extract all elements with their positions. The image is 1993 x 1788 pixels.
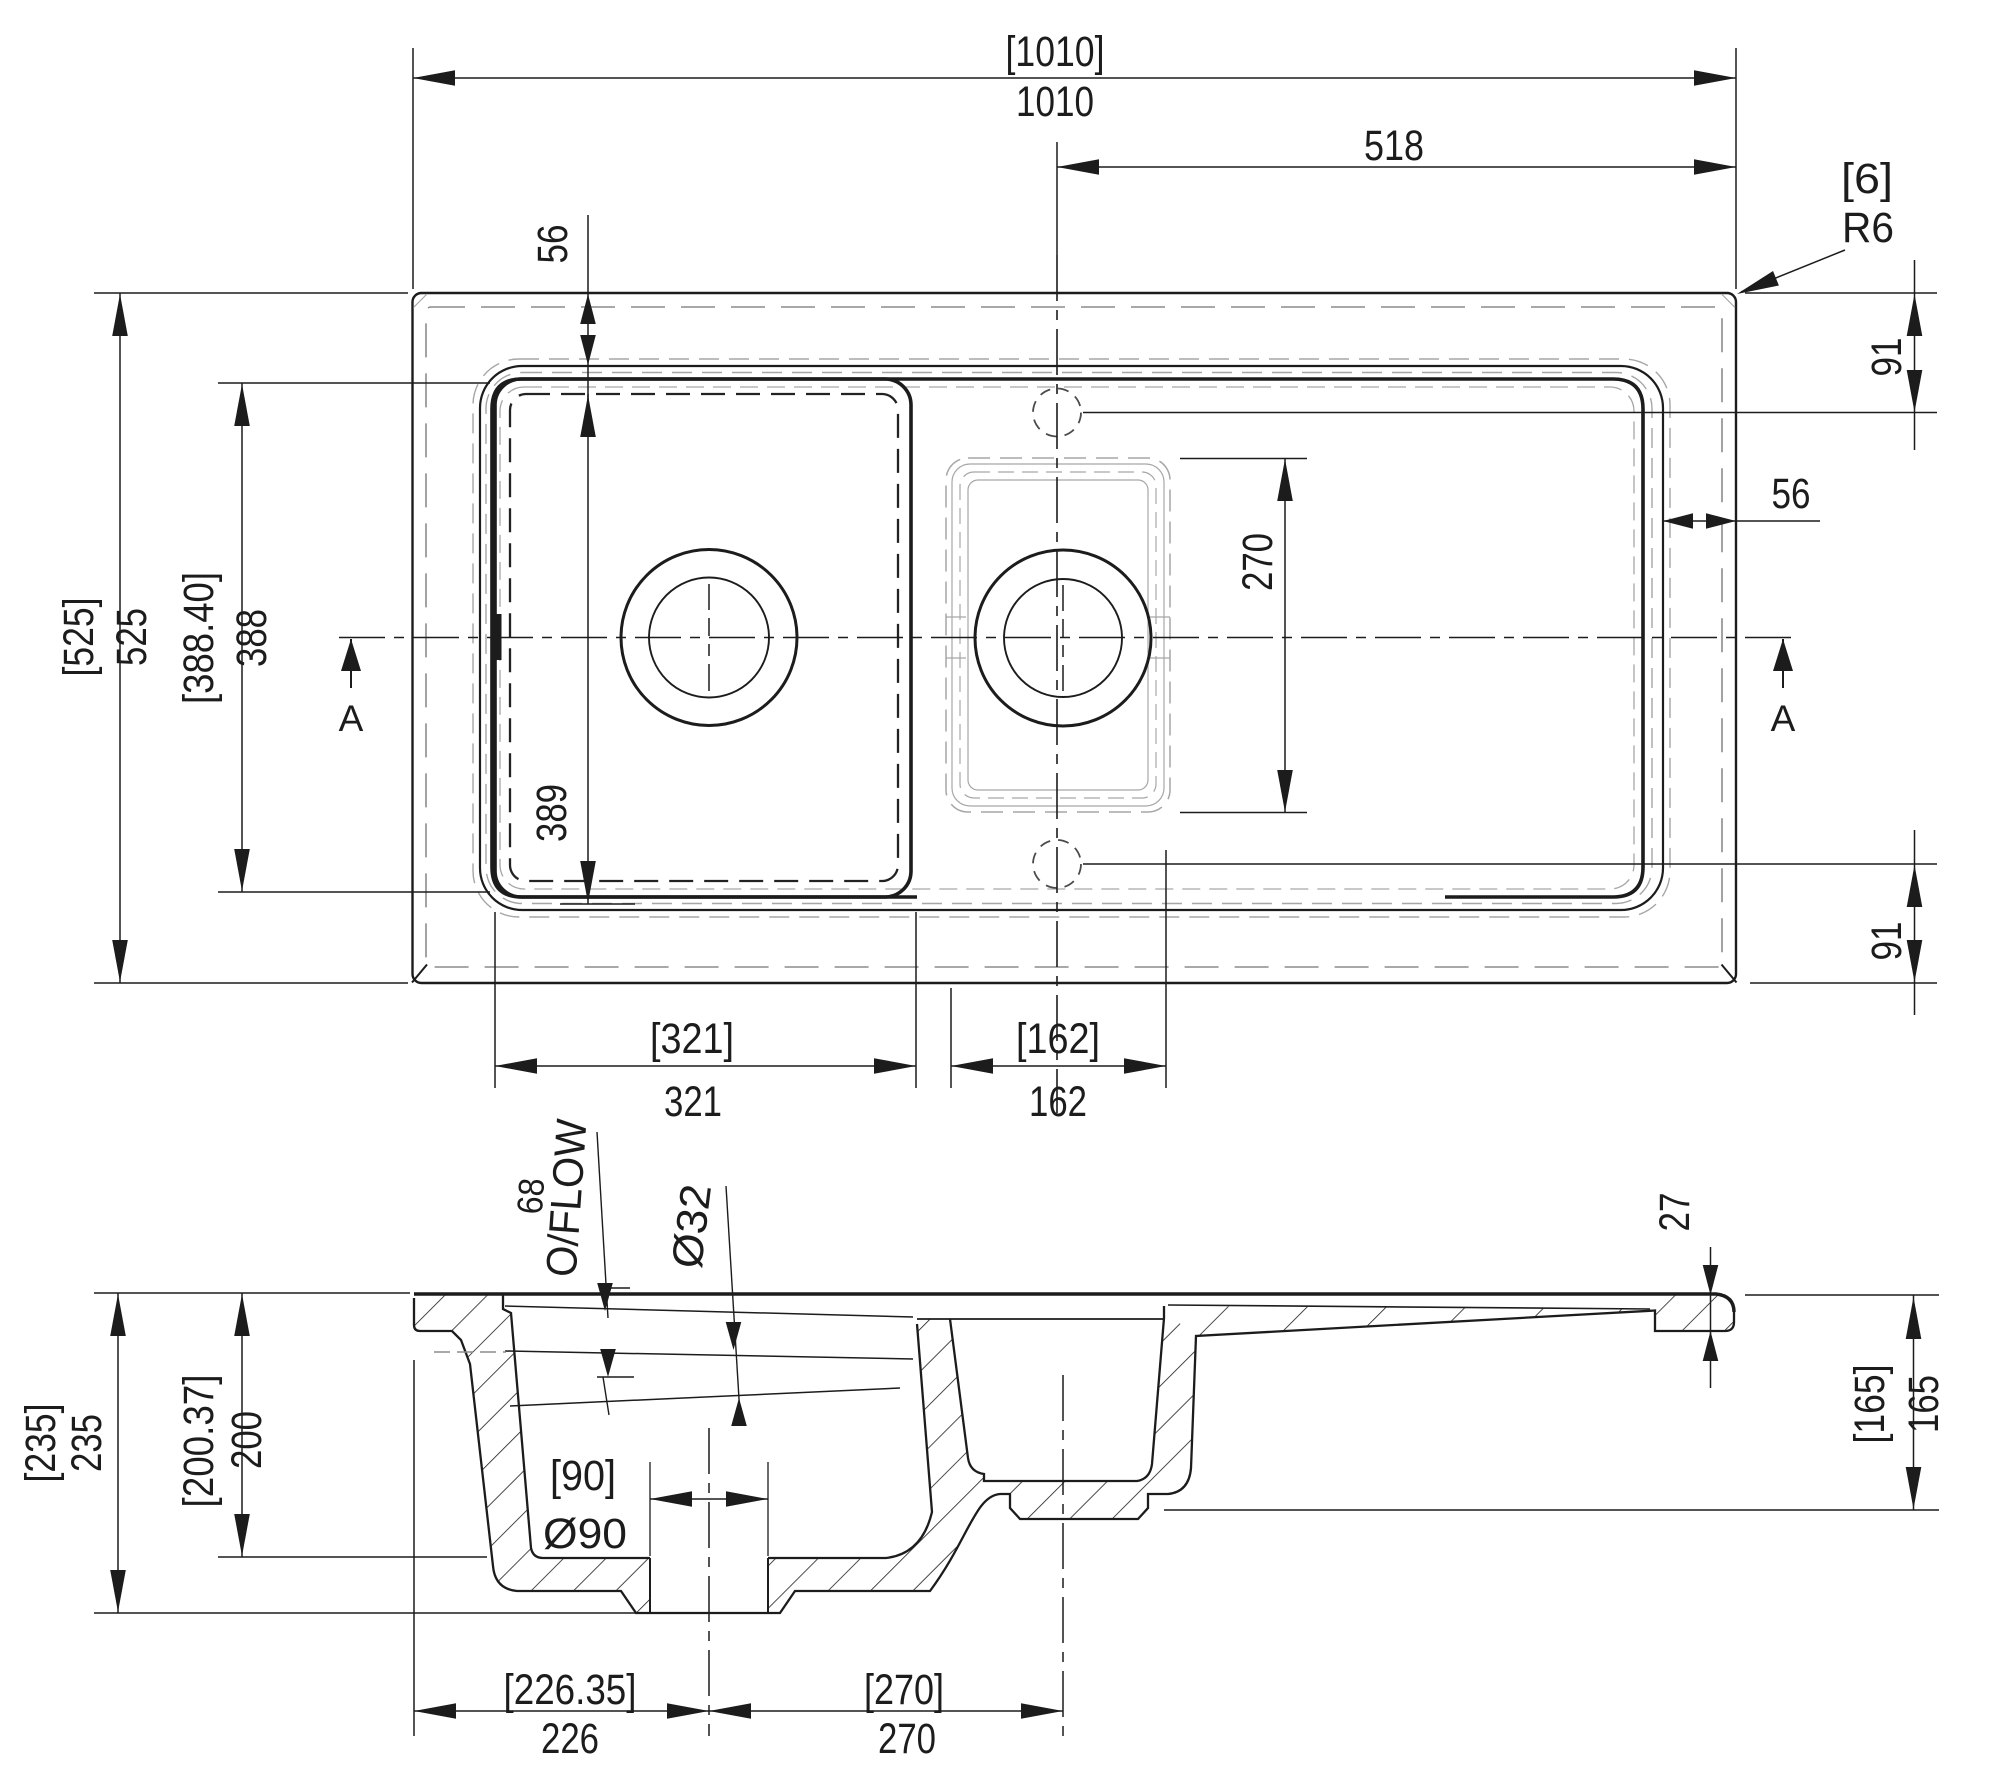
svg-text:270: 270 [878, 1715, 936, 1763]
svg-text:O/FLOW: O/FLOW [538, 1117, 597, 1278]
svg-text:525: 525 [108, 608, 156, 666]
svg-text:200: 200 [223, 1411, 271, 1469]
svg-text:1010: 1010 [1016, 78, 1094, 126]
svg-text:162: 162 [1029, 1078, 1087, 1126]
svg-text:27: 27 [1651, 1193, 1699, 1232]
svg-text:[388.40]: [388.40] [175, 572, 223, 704]
svg-text:518: 518 [1364, 122, 1424, 170]
svg-text:91: 91 [1863, 922, 1911, 961]
svg-text:226: 226 [541, 1715, 599, 1763]
svg-text:[162]: [162] [1016, 1015, 1100, 1063]
svg-text:[226.35]: [226.35] [504, 1666, 637, 1714]
svg-text:[321]: [321] [650, 1015, 734, 1063]
svg-text:[165]: [165] [1846, 1365, 1894, 1444]
svg-text:389: 389 [528, 784, 576, 842]
svg-text:91: 91 [1863, 338, 1911, 377]
svg-text:270: 270 [1234, 533, 1282, 591]
svg-text:[200.37]: [200.37] [175, 1375, 223, 1508]
svg-text:321: 321 [664, 1078, 722, 1126]
svg-text:68: 68 [509, 1177, 552, 1216]
svg-text:[1010]: [1010] [1006, 28, 1105, 76]
svg-text:A: A [339, 698, 364, 739]
svg-text:Ø32: Ø32 [663, 1182, 721, 1271]
svg-text:[525]: [525] [55, 598, 103, 677]
svg-text:[235]: [235] [17, 1404, 65, 1483]
svg-text:235: 235 [63, 1414, 111, 1472]
svg-text:R6: R6 [1842, 204, 1894, 252]
svg-text:56: 56 [1772, 470, 1811, 518]
svg-text:[90]: [90] [550, 1452, 616, 1500]
svg-text:[270]: [270] [864, 1666, 944, 1714]
svg-text:56: 56 [529, 225, 577, 264]
svg-text:388: 388 [228, 609, 276, 667]
svg-text:[6]: [6] [1841, 155, 1893, 203]
svg-text:Ø90: Ø90 [543, 1510, 627, 1558]
svg-text:165: 165 [1900, 1375, 1948, 1433]
svg-text:A: A [1771, 698, 1796, 739]
